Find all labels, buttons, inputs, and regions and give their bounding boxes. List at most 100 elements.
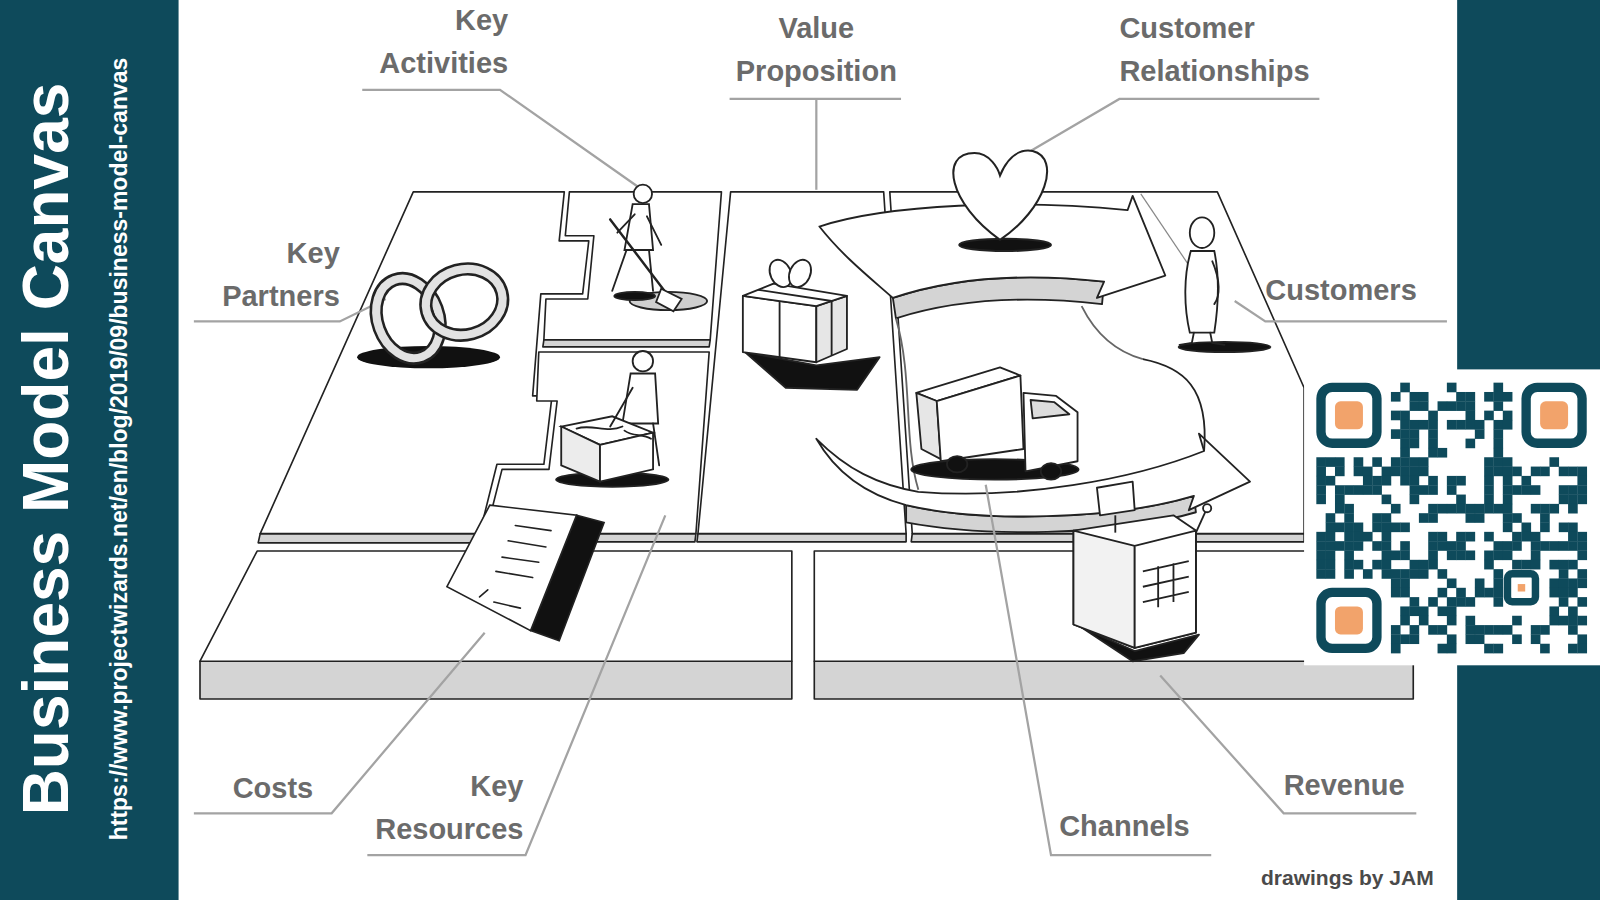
qr-module	[1344, 485, 1354, 495]
qr-module	[1419, 569, 1429, 579]
qr-alignment	[1507, 574, 1535, 602]
qr-module	[1344, 532, 1354, 542]
qr-module	[1493, 578, 1503, 588]
qr-module	[1577, 541, 1587, 551]
canvas-board	[543, 340, 710, 347]
qr-module	[1540, 504, 1550, 514]
qr-module	[1521, 523, 1531, 533]
qr-module	[1577, 634, 1587, 644]
qr-module	[1372, 560, 1382, 570]
relationship-arrows	[896, 318, 918, 489]
qr-module	[1354, 560, 1364, 570]
cash-register	[1073, 482, 1211, 662]
qr-module	[1447, 383, 1457, 393]
qr-module	[1568, 606, 1578, 616]
qr-module	[1382, 467, 1392, 477]
qr-module	[1335, 467, 1345, 477]
qr-module	[1316, 467, 1326, 477]
qr-module	[1577, 495, 1587, 505]
qr-module	[1428, 504, 1438, 514]
qr-module	[1438, 541, 1448, 551]
qr-module	[1531, 541, 1541, 551]
qr-module	[1447, 420, 1457, 430]
invoice-sheet	[447, 505, 604, 641]
qr-module	[1419, 485, 1429, 495]
qr-finder	[1526, 387, 1582, 443]
qr-module	[1391, 634, 1401, 644]
qr-module	[1466, 597, 1476, 607]
qr-module	[1503, 504, 1513, 514]
block-label: Key Activities	[379, 0, 508, 85]
qr-module	[1484, 411, 1494, 421]
cash-register	[1073, 515, 1195, 648]
qr-module	[1391, 644, 1401, 654]
qr-module	[1391, 392, 1401, 402]
leader-lines	[194, 90, 1447, 855]
qr-module	[1568, 532, 1578, 542]
qr-finder-center	[1540, 401, 1568, 429]
qr-module	[1372, 485, 1382, 495]
invoice-sheet	[447, 505, 577, 631]
qr-module	[1531, 532, 1541, 542]
leader-lines	[986, 485, 1212, 855]
qr-module	[1568, 578, 1578, 588]
resource-figure	[577, 427, 651, 439]
qr-module	[1493, 420, 1503, 430]
qr-module	[1466, 625, 1476, 635]
qr-module	[1410, 495, 1420, 505]
qr-module	[1503, 495, 1513, 505]
qr-module	[1559, 467, 1569, 477]
qr-module	[1335, 495, 1345, 505]
qr-module	[1391, 457, 1401, 467]
qr-module	[1326, 523, 1336, 533]
qr-module	[1568, 560, 1578, 570]
qr-module	[1419, 616, 1429, 626]
block-label: Costs	[233, 767, 314, 810]
qr-module	[1549, 560, 1559, 570]
qr-module	[1354, 485, 1364, 495]
qr-module	[1410, 625, 1420, 635]
qr-module	[1484, 644, 1494, 654]
qr-module	[1400, 439, 1410, 449]
canvas-board	[544, 192, 722, 340]
qr-module	[1549, 616, 1559, 626]
qr-module	[1456, 504, 1466, 514]
qr-module	[1428, 411, 1438, 421]
qr-module	[1372, 476, 1382, 486]
qr-module	[1363, 532, 1373, 542]
qr-module	[1540, 644, 1550, 654]
qr-module	[1493, 550, 1503, 560]
qr-module	[1484, 485, 1494, 495]
qr-module	[1344, 541, 1354, 551]
qr-code	[1304, 369, 1600, 665]
qr-module	[1419, 392, 1429, 402]
block-label: Value Proposition	[736, 7, 897, 93]
qr-module	[1559, 541, 1569, 551]
qr-module	[1559, 523, 1569, 533]
qr-module	[1475, 588, 1485, 598]
qr-module	[1438, 401, 1448, 411]
canvas-board	[258, 534, 479, 543]
qr-module	[1363, 476, 1373, 486]
customer-figure	[1185, 251, 1217, 333]
qr-module	[1447, 606, 1457, 616]
qr-module	[1316, 560, 1326, 570]
qr-module	[1400, 616, 1410, 626]
qr-module	[1549, 504, 1559, 514]
block-label: Revenue	[1284, 764, 1405, 807]
qr-module	[1400, 411, 1410, 421]
qr-module	[1438, 532, 1448, 542]
qr-module	[1344, 569, 1354, 579]
qr-module	[1335, 485, 1345, 495]
qr-module	[1410, 597, 1420, 607]
digging-figure	[612, 250, 653, 291]
qr-module	[1456, 550, 1466, 560]
qr-module	[1475, 513, 1485, 523]
resource-figure	[610, 388, 632, 427]
qr-finder-center	[1335, 401, 1363, 429]
qr-module	[1400, 588, 1410, 598]
qr-module	[1372, 541, 1382, 551]
qr-module	[1559, 588, 1569, 598]
qr-module	[1540, 513, 1550, 523]
qr-module	[1484, 392, 1494, 402]
